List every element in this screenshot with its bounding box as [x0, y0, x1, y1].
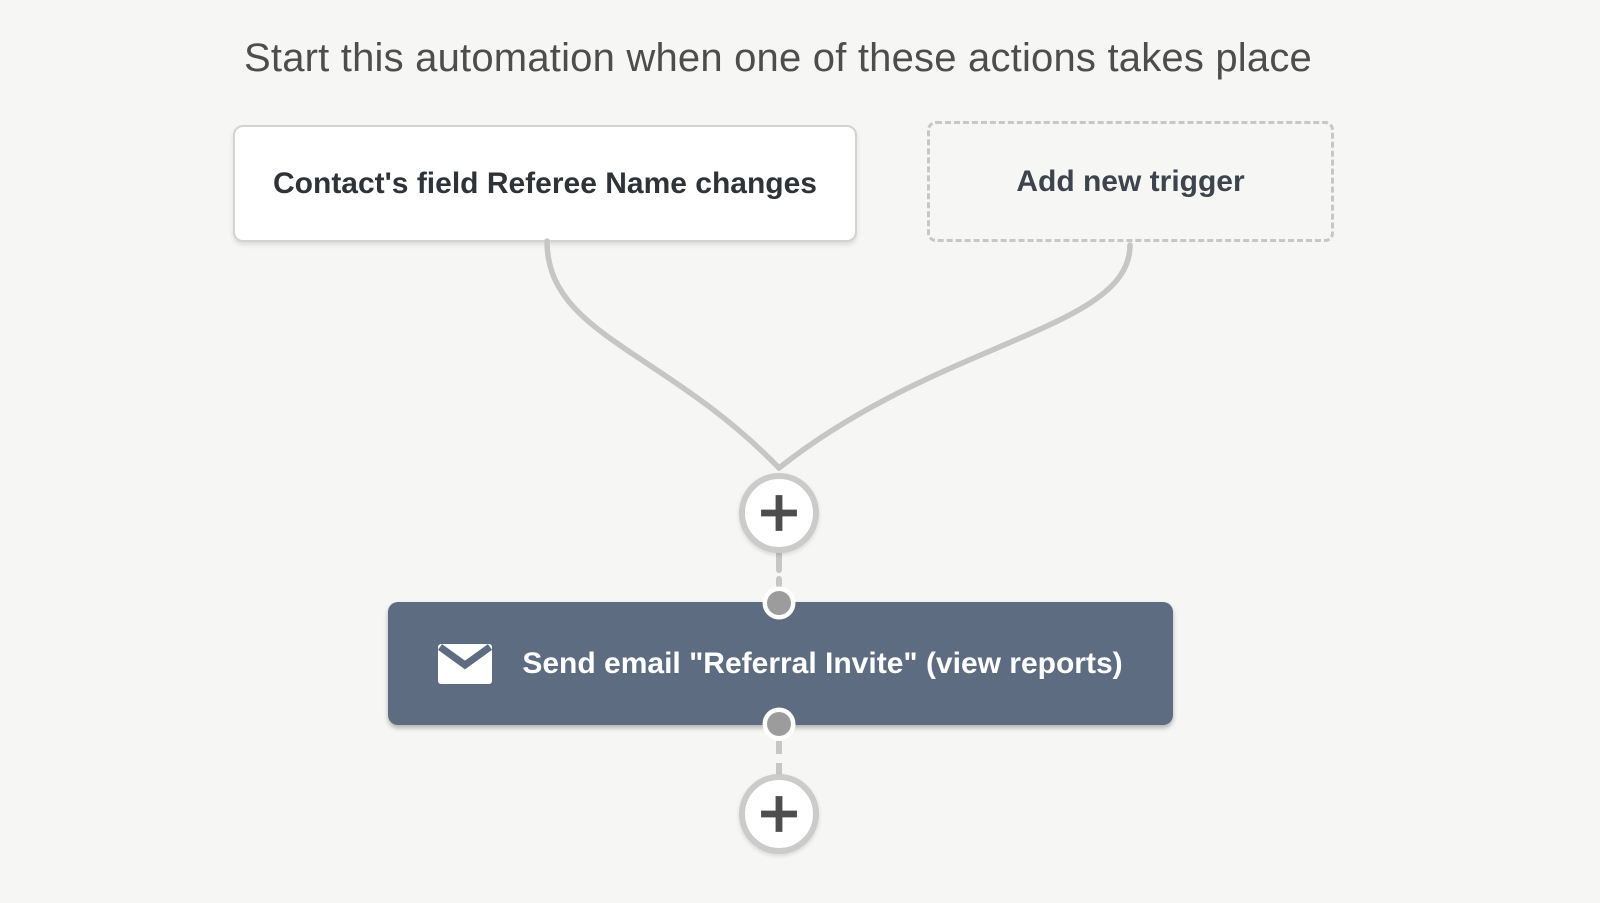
trigger-node-contact-field-changes[interactable]: Contact's field Referee Name changes [233, 125, 857, 242]
add-new-trigger-label: Add new trigger [1016, 164, 1245, 198]
send-email-action-label: Send email "Referral Invite" (view repor… [522, 646, 1123, 680]
trigger-node-label: Contact's field Referee Name changes [273, 166, 817, 200]
add-new-trigger-button[interactable]: Add new trigger [927, 121, 1334, 242]
envelope-icon [438, 643, 493, 684]
send-email-action-node[interactable]: Send email "Referral Invite" (view repor… [388, 602, 1173, 725]
page-title: Start this automation when one of these … [244, 36, 1312, 80]
connector-curve-right [776, 242, 1133, 471]
add-action-button-top[interactable] [739, 473, 819, 553]
add-action-button-bottom[interactable] [739, 774, 819, 854]
connector-curve-left [544, 238, 782, 471]
plus-icon [761, 495, 797, 531]
plus-icon [761, 796, 797, 832]
